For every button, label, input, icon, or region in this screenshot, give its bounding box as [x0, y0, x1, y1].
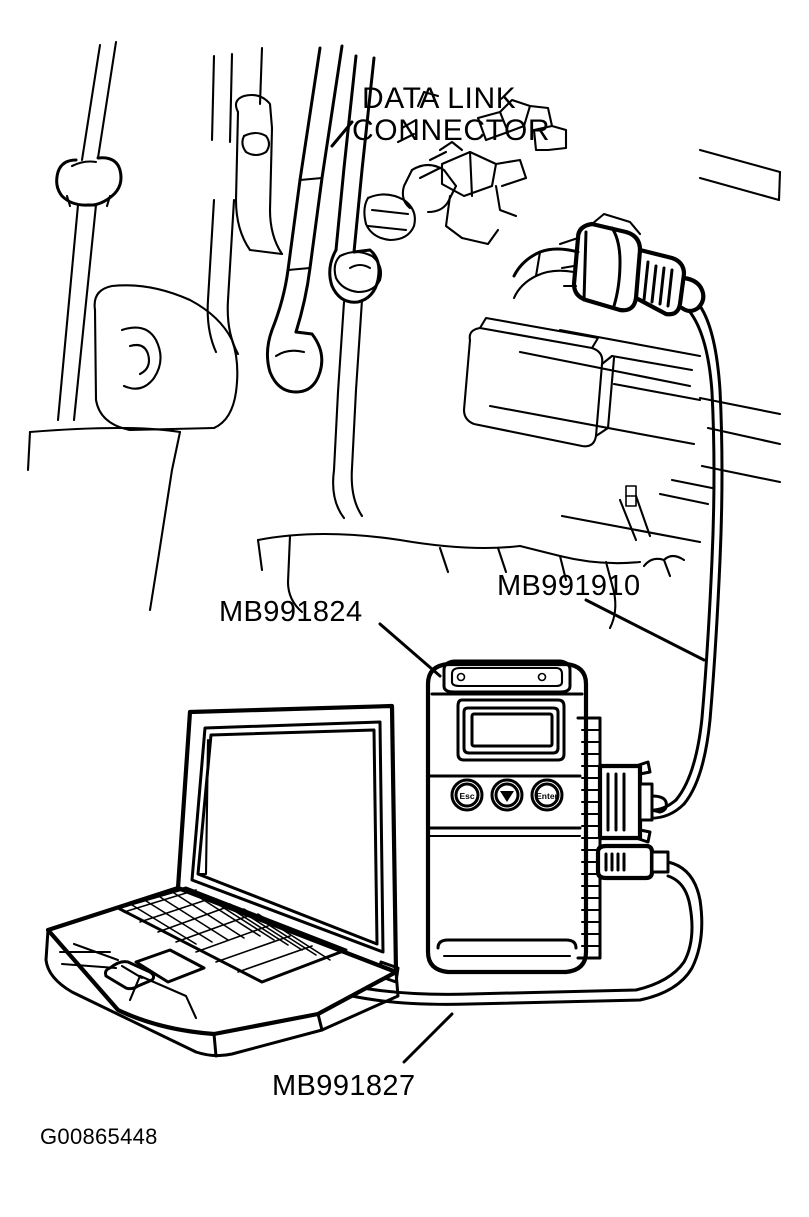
laptop-screen-inner-edge — [196, 738, 210, 876]
panel-edge-1 — [28, 426, 182, 434]
figure-id-code: G00865448 — [40, 1124, 158, 1149]
laptop-base-front — [44, 928, 324, 1058]
leader-data-link-connector — [330, 120, 354, 148]
scan-tool-handle-recess — [442, 659, 572, 694]
harness-branch-right — [396, 90, 568, 246]
leader-lines — [330, 120, 706, 1064]
scan-tool-mb991824[interactable]: Esc Enter — [425, 659, 670, 975]
panel-seam-1 — [610, 354, 694, 372]
laptop-front-latch — [138, 974, 198, 1020]
enter-button-label: Enter — [536, 791, 558, 801]
scan-tool-screw-right — [537, 672, 547, 682]
callout-data-link-connector-line1: DATA LINK — [362, 82, 516, 115]
leader-mb991827 — [402, 1012, 454, 1064]
callout-mb991910: MB991910 — [497, 570, 640, 602]
ecu-box — [462, 316, 616, 448]
down-button[interactable] — [490, 778, 524, 812]
callout-data-link-connector-line2: CONNECTOR — [352, 114, 550, 147]
panel-seam-2 — [612, 382, 702, 402]
panel-edge-2 — [26, 430, 32, 472]
vehicle-engine-bay — [26, 40, 782, 630]
laptop-keyboard[interactable] — [116, 886, 348, 984]
dlc-harness-tail — [512, 247, 580, 300]
leader-mb991910 — [584, 598, 706, 662]
bracket-assembly — [93, 284, 239, 432]
bracket-upper-center — [206, 46, 264, 356]
laptop-trackpad-buttons[interactable] — [104, 960, 156, 991]
laptop-front-slot-2 — [60, 962, 118, 970]
callout-mb991827: MB991827 — [272, 1070, 415, 1102]
laptop-base-corner — [212, 1032, 218, 1058]
laptop-trackpad[interactable] — [104, 948, 206, 991]
body-panel-center — [234, 93, 284, 256]
scan-tool-body[interactable] — [425, 661, 589, 975]
data-link-connector-body — [558, 212, 706, 317]
scan-tool-display — [456, 698, 566, 762]
leader-mb991824 — [378, 622, 442, 678]
harness-clips-center — [333, 140, 464, 294]
scan-tool-buttons[interactable]: Esc Enter — [450, 778, 564, 812]
lower-right-bracket — [625, 485, 686, 578]
scan-tool-screw-left — [456, 672, 466, 682]
laptop-deck-seam — [72, 942, 120, 962]
laptop-right-side — [320, 970, 400, 1032]
dsub-connector-port[interactable] — [597, 760, 668, 844]
serial-connector-port[interactable] — [595, 843, 670, 881]
laptop-screen[interactable] — [196, 728, 379, 946]
down-arrow-icon — [500, 791, 514, 802]
scan-tool-side-grip — [576, 716, 602, 960]
esc-button[interactable]: Esc — [450, 778, 484, 812]
panel-edge-3 — [148, 430, 182, 612]
enter-button[interactable]: Enter — [530, 778, 564, 812]
floor-edges — [256, 532, 642, 630]
cable-grommet-assembly — [55, 40, 123, 422]
laptop-pc[interactable] — [44, 703, 400, 1058]
scan-tool-handle-inner — [450, 666, 564, 688]
callout-mb991824: MB991824 — [219, 596, 362, 628]
esc-button-label: Esc — [459, 791, 474, 801]
scan-tool-bottom-bevel — [436, 938, 578, 950]
